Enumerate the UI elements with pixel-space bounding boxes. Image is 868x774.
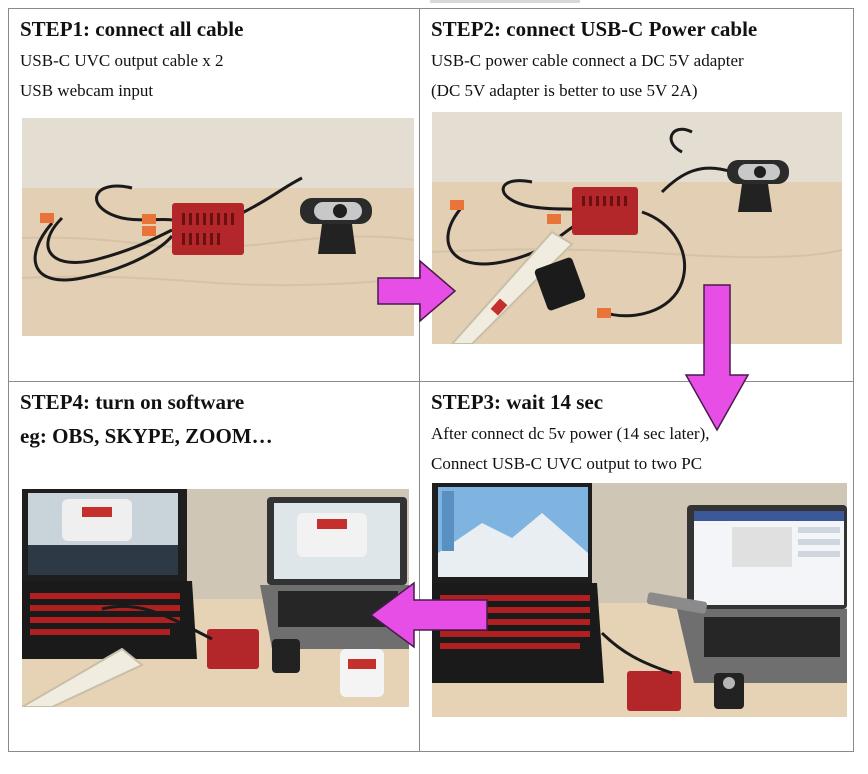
step1-line-1: USB-C UVC output cable x 2 <box>20 51 224 70</box>
step4-subtitle: eg: OBS, SKYPE, ZOOM… <box>20 424 273 448</box>
arrow-right-icon <box>377 259 457 323</box>
step1-title: STEP1: connect all cable <box>20 17 244 41</box>
step1-cell: STEP1: connect all cable USB-C UVC outpu… <box>8 8 420 382</box>
step4-cell: STEP4: turn on software eg: OBS, SKYPE, … <box>8 381 420 752</box>
step3-title: STEP3: wait 14 sec <box>431 390 604 414</box>
steps-table: STEP1: connect all cable USB-C UVC outpu… <box>8 8 854 752</box>
step2-photo <box>432 112 842 344</box>
step3-line-2: Connect USB-C UVC output to two PC <box>431 454 703 473</box>
step2-line-1: USB-C power cable connect a DC 5V adapte… <box>431 51 744 70</box>
top-edge-mark <box>430 0 580 3</box>
step4-photo <box>22 489 409 707</box>
step1-line-2: USB webcam input <box>20 81 154 100</box>
step4-title: STEP4: turn on software <box>20 390 245 414</box>
step3-photo <box>432 483 847 717</box>
step3-line-1: After connect dc 5v power (14 sec later)… <box>431 424 710 443</box>
arrow-left-icon <box>369 581 488 649</box>
step2-line-2: (DC 5V adapter is better to use 5V 2A) <box>431 81 698 100</box>
arrow-down-icon <box>684 284 750 432</box>
step3-cell: STEP3: wait 14 sec After connect dc 5v p… <box>419 381 854 752</box>
step1-photo <box>22 118 414 336</box>
step2-cell: STEP2: connect USB-C Power cable USB-C p… <box>419 8 854 382</box>
step2-title: STEP2: connect USB-C Power cable <box>431 17 758 41</box>
